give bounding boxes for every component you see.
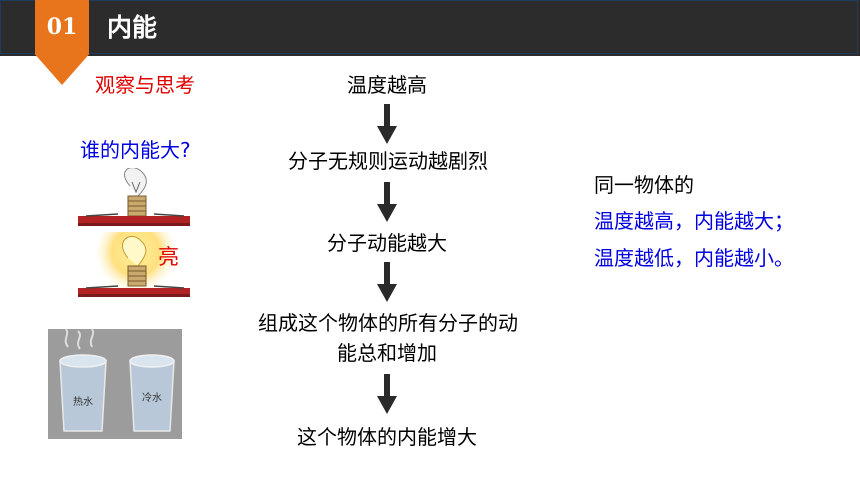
flow-step-4-line2: 能总和增加 xyxy=(337,341,437,365)
arrow-down-icon xyxy=(377,374,397,414)
hot-water-label: 热水 xyxy=(73,395,93,408)
flow-step-2: 分子无规则运动越剧烈 xyxy=(288,149,488,173)
section-number: 01 xyxy=(46,14,78,40)
conclusion-line-2: 温度越低，内能越小。 xyxy=(594,246,794,270)
water-glasses-illustration: 热水 冷水 xyxy=(48,328,182,439)
arrow-down-icon xyxy=(377,182,397,222)
page-title: 内能 xyxy=(107,13,158,42)
arrow-down-icon xyxy=(377,262,397,302)
flow-step-3: 分子动能越大 xyxy=(327,231,447,255)
glasses-drawing: 热水 冷水 xyxy=(59,328,175,432)
bright-label: 亮 xyxy=(158,245,179,269)
header-bar xyxy=(0,0,860,56)
flow-step-5: 这个物体的内能增大 xyxy=(297,425,477,449)
flow-step-1: 温度越高 xyxy=(347,73,427,97)
observe-label: 观察与思考 xyxy=(95,73,195,97)
bright-bulb-illustration xyxy=(78,232,190,297)
question-text: 谁的内能大? xyxy=(80,138,191,162)
conclusion-intro: 同一物体的 xyxy=(594,173,694,197)
arrow-down-icon xyxy=(377,104,397,144)
flow-step-4-line1: 组成这个物体的所有分子的动 xyxy=(258,311,518,335)
conclusion-line-1: 温度越高，内能越大； xyxy=(594,209,794,233)
cold-water-label: 冷水 xyxy=(142,391,162,404)
dim-bulb-illustration xyxy=(78,168,190,226)
